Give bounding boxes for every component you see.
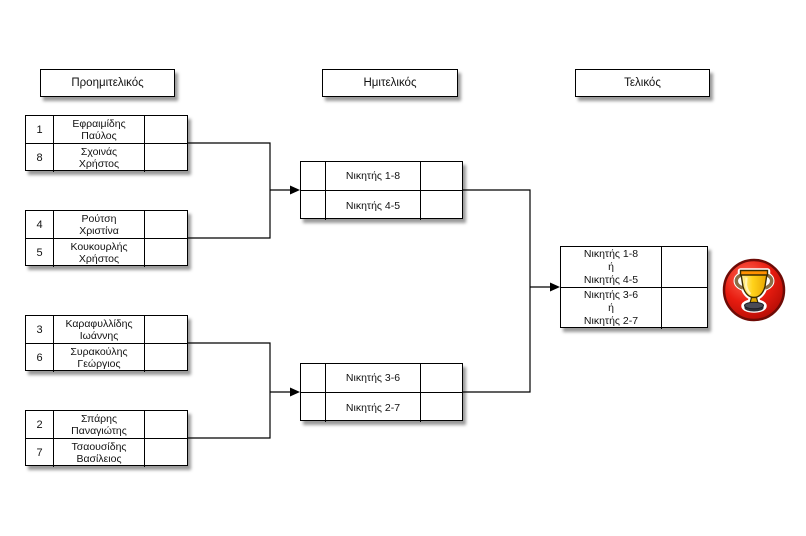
player-name: Σχοινάς Χρήστος bbox=[54, 144, 145, 172]
score-cell bbox=[145, 144, 187, 172]
match-box-qf-3v6: 3 Καραφυλλίδης Ιωάννης 6 Συρακούλης Γεώρ… bbox=[25, 315, 188, 372]
player-name: Ρούτση Χριστίνα bbox=[54, 211, 145, 239]
winner-label: Νικητής 3-6 bbox=[326, 364, 421, 393]
seed-cell-empty bbox=[301, 162, 326, 191]
arrow-icon bbox=[290, 387, 300, 397]
seed-cell: 5 bbox=[26, 239, 54, 267]
score-cell bbox=[421, 162, 462, 191]
seed-cell: 4 bbox=[26, 211, 54, 239]
score-cell bbox=[421, 191, 462, 220]
round-header-semifinal: Ημιτελικός bbox=[322, 69, 458, 97]
seed-cell: 2 bbox=[26, 411, 54, 439]
seed-cell: 7 bbox=[26, 439, 54, 467]
winner-label: Νικητής 4-5 bbox=[326, 191, 421, 220]
seed-cell-empty bbox=[301, 364, 326, 393]
score-cell bbox=[145, 439, 187, 467]
player-name: Εφραιμίδης Παύλος bbox=[54, 116, 145, 144]
score-cell bbox=[145, 411, 187, 439]
match-box-sf-1: Νικητής 1-8 Νικητής 4-5 bbox=[300, 161, 463, 220]
score-cell bbox=[145, 211, 187, 239]
player-name: Σπάρης Παναγιώτης bbox=[54, 411, 145, 439]
match-box-qf-1v8: 1 Εφραιμίδης Παύλος 8 Σχοινάς Χρήστος bbox=[25, 115, 188, 172]
winner-label: Νικητής 3-6 ή Νικητής 2-7 bbox=[561, 288, 662, 329]
seed-cell: 6 bbox=[26, 344, 54, 372]
round-header-final: Τελικός bbox=[575, 69, 710, 97]
player-name: Κουκουρλής Χρήστος bbox=[54, 239, 145, 267]
score-cell bbox=[145, 316, 187, 344]
score-cell bbox=[145, 239, 187, 267]
score-cell bbox=[145, 344, 187, 372]
match-box-qf-4v5: 4 Ρούτση Χριστίνα 5 Κουκουρλής Χρήστος bbox=[25, 210, 188, 267]
score-cell bbox=[421, 364, 462, 393]
match-box-final: Νικητής 1-8 ή Νικητής 4-5 Νικητής 3-6 ή … bbox=[560, 246, 708, 329]
winner-label: Νικητής 1-8 ή Νικητής 4-5 bbox=[561, 247, 662, 288]
player-name: Συρακούλης Γεώργιος bbox=[54, 344, 145, 372]
player-name: Καραφυλλίδης Ιωάννης bbox=[54, 316, 145, 344]
player-name: Τσαουσίδης Βασίλειος bbox=[54, 439, 145, 467]
seed-cell: 1 bbox=[26, 116, 54, 144]
seed-cell-empty bbox=[301, 191, 326, 220]
seed-cell: 8 bbox=[26, 144, 54, 172]
score-cell bbox=[662, 288, 707, 329]
match-box-qf-2v7: 2 Σπάρης Παναγιώτης 7 Τσαουσίδης Βασίλει… bbox=[25, 410, 188, 467]
score-cell bbox=[662, 247, 707, 288]
score-cell bbox=[421, 393, 462, 422]
score-cell bbox=[145, 116, 187, 144]
winner-label: Νικητής 2-7 bbox=[326, 393, 421, 422]
winner-label: Νικητής 1-8 bbox=[326, 162, 421, 191]
arrow-icon bbox=[290, 185, 300, 195]
round-header-quarterfinal: Προημιτελικός bbox=[40, 69, 175, 97]
match-box-sf-2: Νικητής 3-6 Νικητής 2-7 bbox=[300, 363, 463, 422]
seed-cell: 3 bbox=[26, 316, 54, 344]
trophy-icon bbox=[722, 258, 786, 322]
seed-cell-empty bbox=[301, 393, 326, 422]
arrow-icon bbox=[550, 282, 560, 292]
